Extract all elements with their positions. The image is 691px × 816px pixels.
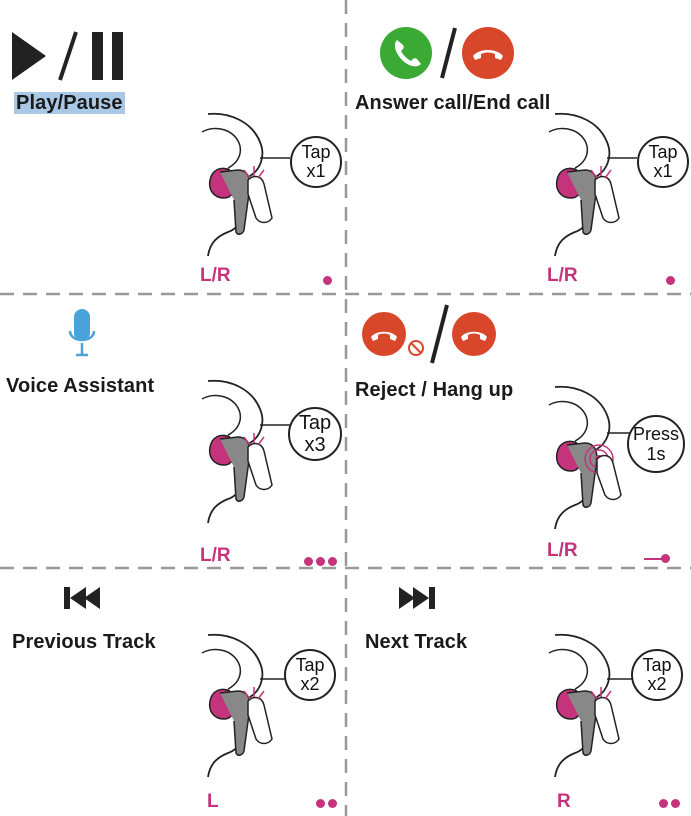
gesture-label: Reject / Hang up xyxy=(355,379,514,401)
tap-dot xyxy=(316,799,325,808)
gesture-bubble: Tap x2 xyxy=(631,649,683,701)
gesture-label: Voice Assistant xyxy=(6,375,155,397)
tap-dot xyxy=(323,276,332,285)
tap-dot xyxy=(328,799,337,808)
gesture-action: Tap xyxy=(301,142,331,162)
gesture-action: Tap xyxy=(648,142,678,162)
gesture-action: Press xyxy=(632,424,679,444)
gesture-bubble: Tap x1 xyxy=(290,136,342,188)
tap-indicator xyxy=(666,276,675,285)
tap-dot xyxy=(666,276,675,285)
slash-icon xyxy=(430,304,449,364)
gesture-bubble: Press 1s xyxy=(627,415,685,473)
ear-illustration xyxy=(548,112,637,257)
hang-up-icon xyxy=(452,312,496,356)
gesture-count: x3 xyxy=(304,434,326,456)
tap-indicator xyxy=(316,799,337,808)
reject-call-icon xyxy=(362,312,406,356)
prohibited-icon xyxy=(408,340,424,356)
tap-indicator xyxy=(659,799,680,808)
gesture-bubble: Tap x1 xyxy=(637,136,689,188)
cell-previous-track: Previous Track Tap x2 L xyxy=(0,569,345,816)
end-call-icon xyxy=(462,27,514,79)
gesture-action: Tap xyxy=(295,655,325,675)
next-track-icon xyxy=(399,587,435,609)
earbud-side: L/R xyxy=(200,545,231,566)
cell-play-pause: Play/Pause Tap x1 L/R xyxy=(0,0,345,293)
tap-dot xyxy=(328,557,337,566)
gesture-count: x2 xyxy=(300,674,320,694)
slash-icon xyxy=(58,31,78,81)
cell-reject-hang-up: Reject / Hang up Press 1s L/R xyxy=(347,295,691,567)
gesture-count: x1 xyxy=(306,161,326,181)
ear-illustration xyxy=(201,633,290,778)
tap-indicator xyxy=(323,276,332,285)
gesture-bubble: Tap x2 xyxy=(284,649,336,701)
gesture-label: Previous Track xyxy=(12,631,156,653)
gesture-count: x1 xyxy=(653,161,673,181)
gesture-label: Next Track xyxy=(365,631,468,653)
microphone-icon xyxy=(68,309,96,357)
gesture-count: 1s xyxy=(646,444,666,464)
tap-dot xyxy=(659,799,668,808)
ear-illustration xyxy=(201,112,290,257)
tap-dot xyxy=(671,799,680,808)
previous-track-icon xyxy=(64,587,100,609)
gesture-action: Tap xyxy=(642,655,672,675)
earbud-side: L xyxy=(207,791,219,812)
ear-illustration xyxy=(548,385,637,530)
earbud-side: L/R xyxy=(547,540,578,561)
gesture-label-text: Play/Pause xyxy=(14,92,125,114)
gesture-label: Play/Pause xyxy=(14,92,125,115)
gesture-action: Tap xyxy=(298,412,332,434)
hold-line xyxy=(644,558,664,560)
gesture-label: Answer call/End call xyxy=(355,92,551,114)
gesture-bubble: Tap x3 xyxy=(288,407,342,461)
cell-next-track: Next Track Tap x2 R xyxy=(347,569,691,816)
earbud-side: R xyxy=(557,791,571,812)
answer-call-icon xyxy=(380,27,432,79)
play-icon xyxy=(12,32,46,80)
gesture-count: x2 xyxy=(647,674,667,694)
cell-voice-assistant: Voice Assistant Tap x3 L/R xyxy=(0,295,345,567)
earbud-side: L/R xyxy=(547,265,578,286)
earbud-side: L/R xyxy=(200,265,231,286)
slash-icon xyxy=(440,27,457,79)
tap-indicator xyxy=(304,557,337,566)
cell-answer-end-call: Answer call/End call Tap x1 L/R xyxy=(347,0,691,293)
tap-dot xyxy=(316,557,325,566)
hold-indicator xyxy=(644,554,670,563)
pause-icon xyxy=(92,32,123,80)
hold-dot xyxy=(661,554,670,563)
ear-illustration xyxy=(548,633,637,778)
ear-illustration xyxy=(201,379,290,524)
tap-dot xyxy=(304,557,313,566)
